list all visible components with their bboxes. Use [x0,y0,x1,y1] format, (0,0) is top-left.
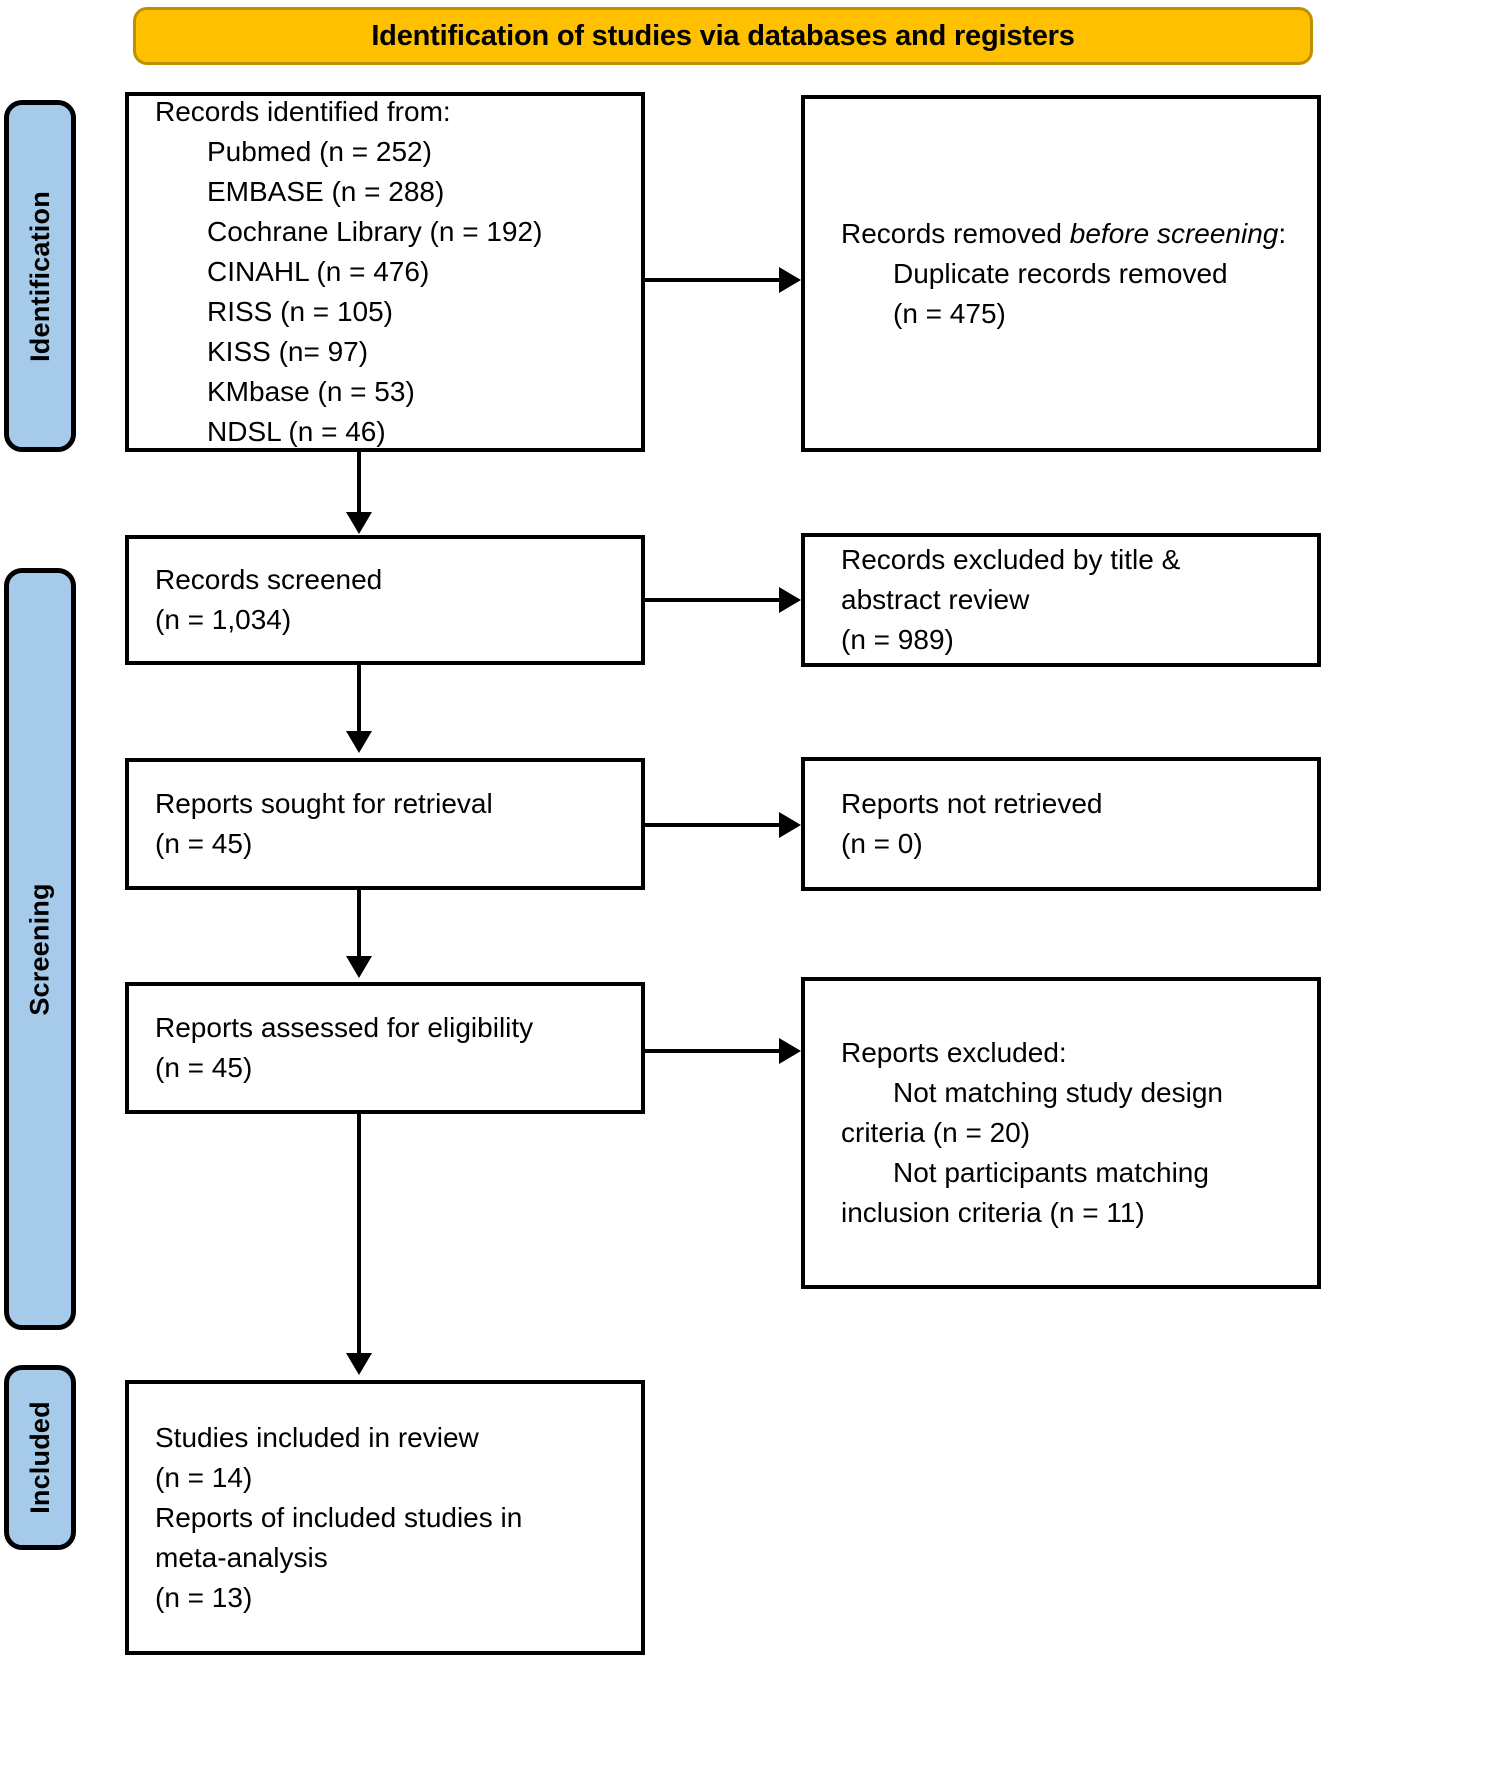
records-excluded-line2: abstract review [841,584,1030,615]
reports-sought-count: (n = 45) [155,828,253,859]
records-identified-source: KMbase (n = 53) [207,376,415,407]
rail-identification: Identification [4,100,76,452]
records-screened-label: Records screened [155,564,383,595]
rail-included: Included [4,1365,76,1550]
reports-excluded-reason: criteria (n = 20) [841,1117,1031,1148]
connector-identified-to-screened [357,452,361,520]
records-identified-source: KISS (n= 97) [207,336,369,367]
records-screened-count: (n = 1,034) [155,604,292,635]
connector-assessed-to-included [357,1114,361,1359]
node-studies-included: Studies included in review (n = 14) Repo… [125,1380,645,1655]
records-removed-heading: Records removed before screening: [841,214,1303,254]
records-identified-source: Pubmed (n = 252) [207,136,432,167]
node-records-removed: Records removed before screening: Duplic… [801,95,1321,452]
studies-included-line2: Reports of included studies in [155,1501,523,1533]
node-records-excluded: Records excluded by title & abstract rev… [801,533,1321,667]
connector-screened-to-sought [357,665,361,737]
reports-sought-label: Reports sought for retrieval [155,788,493,819]
records-identified-source: NDSL (n = 46) [207,416,386,447]
reports-excluded-reason: inclusion criteria (n = 11) [841,1197,1145,1228]
records-removed-item: Duplicate records removed [893,257,1228,289]
records-removed-heading-post: : [1278,217,1287,249]
node-reports-not-retrieved: Reports not retrieved (n = 0) [801,757,1321,891]
arrowhead-screened-to-excluded [779,587,801,613]
records-removed-heading-italic: before screening [1069,217,1279,249]
studies-included-count1: (n = 14) [155,1461,253,1493]
arrowhead-identified-to-removed [779,267,801,293]
connector-identified-to-removed [645,278,779,282]
arrowhead-sought-to-not-retrieved [779,812,801,838]
reports-excluded-heading: Reports excluded: [841,1037,1067,1068]
connector-sought-to-assessed [357,890,361,962]
records-excluded-count: (n = 989) [841,624,954,655]
rail-screening: Screening [4,568,76,1330]
connector-sought-to-not-retrieved [645,823,779,827]
records-identified-source: EMBASE (n = 288) [207,176,445,207]
arrowhead-assessed-to-included [346,1353,372,1375]
banner-title: Identification of studies via databases … [371,19,1075,52]
studies-included-count2: (n = 13) [155,1581,253,1613]
node-reports-excluded: Reports excluded: Not matching study des… [801,977,1321,1289]
records-removed-count: (n = 475) [893,297,1006,329]
records-identified-heading: Records identified from: [155,96,451,127]
rail-identification-label: Identification [24,190,55,362]
records-identified-source: RISS (n = 105) [207,296,393,327]
reports-assessed-count: (n = 45) [155,1052,253,1083]
connector-assessed-to-excluded [645,1049,779,1053]
reports-excluded-reason: Not matching study design [893,1077,1223,1108]
arrowhead-screened-to-sought [346,731,372,753]
arrowhead-identified-to-screened [346,512,372,534]
connector-screened-to-excluded [645,598,779,602]
banner-identification: Identification of studies via databases … [133,7,1313,65]
reports-excluded-reason: Not participants matching [893,1157,1209,1188]
arrowhead-assessed-to-excluded [779,1038,801,1064]
records-removed-heading-pre: Records removed [841,217,1070,249]
reports-assessed-label: Reports assessed for eligibility [155,1012,534,1043]
node-records-screened: Records screened (n = 1,034) [125,535,645,665]
rail-screening-label: Screening [24,882,55,1016]
node-records-identified: Records identified from: Pubmed (n = 252… [125,92,645,452]
arrowhead-sought-to-assessed [346,956,372,978]
records-identified-source: Cochrane Library (n = 192) [207,216,543,247]
node-reports-sought: Reports sought for retrieval (n = 45) [125,758,645,890]
studies-included-line1: Studies included in review [155,1421,479,1453]
reports-not-retrieved-count: (n = 0) [841,828,923,859]
studies-included-line3: meta-analysis [155,1541,328,1573]
reports-not-retrieved-label: Reports not retrieved [841,788,1103,819]
records-identified-source: CINAHL (n = 476) [207,256,430,287]
rail-included-label: Included [24,1401,55,1514]
node-reports-assessed: Reports assessed for eligibility (n = 45… [125,982,645,1114]
records-excluded-line1: Records excluded by title & [841,544,1181,575]
